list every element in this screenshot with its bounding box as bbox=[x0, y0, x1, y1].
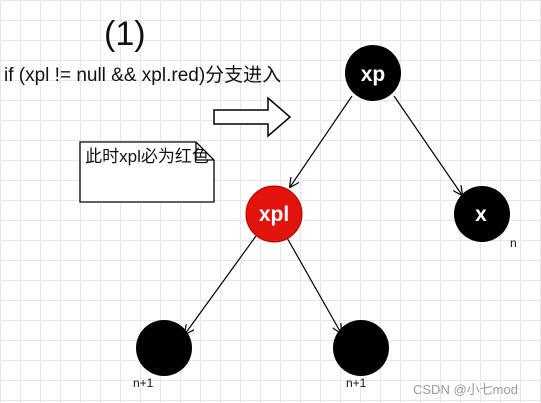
node-x-label: x bbox=[475, 203, 487, 226]
node-xpl-left bbox=[136, 320, 192, 376]
edge-xpl-left bbox=[185, 235, 257, 334]
edge-xp-x bbox=[393, 95, 462, 195]
note-text: 此时xpl必为红色 bbox=[85, 147, 209, 166]
node-x-height-label: n bbox=[510, 236, 517, 250]
edge-xpl-right bbox=[285, 235, 341, 333]
node-xpl bbox=[245, 185, 303, 243]
edge-xp-xpl bbox=[290, 95, 353, 187]
hollow-arrow-icon bbox=[213, 96, 292, 138]
note-fold-icon bbox=[195, 142, 214, 161]
node-xpl-left-height-label: n+1 bbox=[133, 376, 154, 390]
node-xp bbox=[345, 45, 401, 101]
watermark: CSDN @小七mod bbox=[413, 382, 518, 397]
node-x bbox=[454, 186, 510, 242]
branch-condition: if (xpl != null && xpl.red)分支进入 bbox=[4, 65, 282, 86]
node-xpl-label: xpl bbox=[258, 203, 290, 226]
node-xp-label: xp bbox=[360, 63, 386, 86]
node-xpl-right bbox=[333, 320, 389, 376]
step-title: (1) bbox=[104, 15, 146, 53]
node-xpl-right-height-label: n+1 bbox=[346, 376, 367, 390]
note-box bbox=[79, 141, 215, 203]
